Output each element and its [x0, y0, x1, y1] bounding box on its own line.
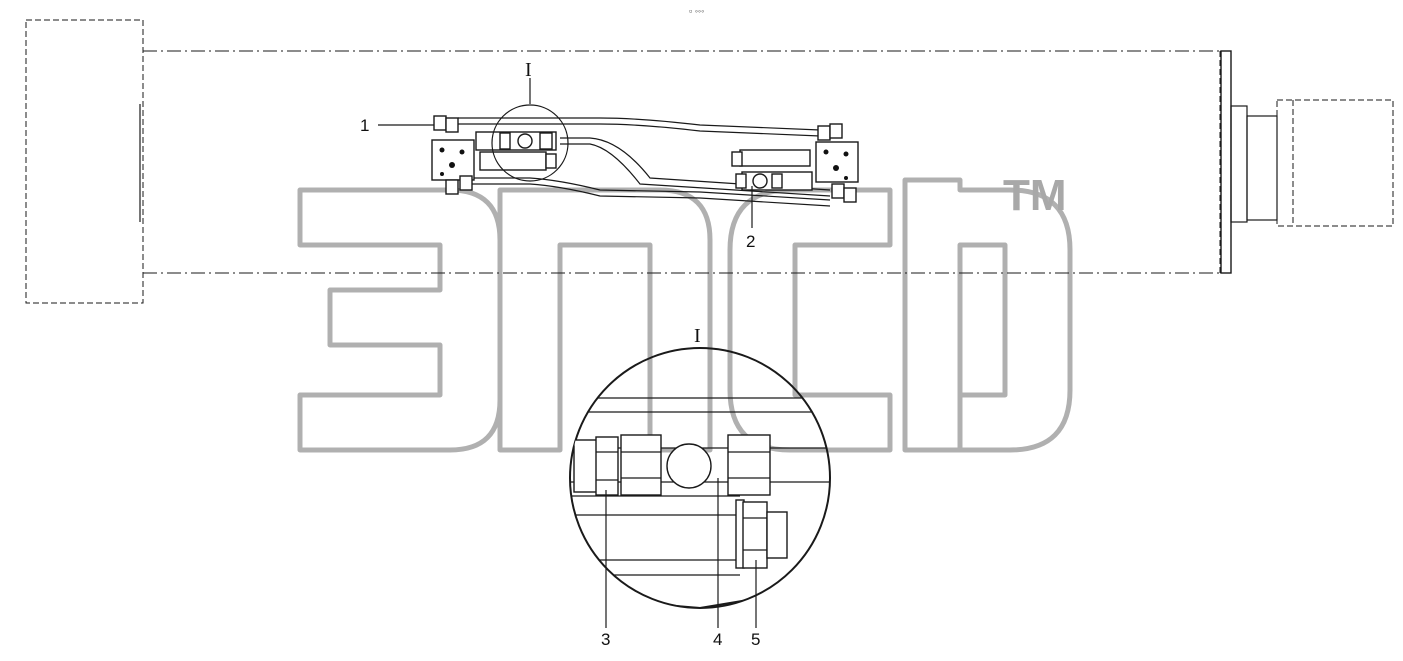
right-flange — [1220, 50, 1232, 274]
callout-2: 2 — [746, 232, 755, 251]
trademark-mark: TM — [1003, 171, 1067, 220]
hydraulic-pipes — [458, 117, 831, 207]
detail-circle-marker — [491, 104, 569, 182]
cylinder-body — [25, 19, 1394, 304]
callout-1: 1 — [360, 116, 369, 135]
detail-ref-zoom: I — [694, 325, 701, 347]
brand-watermark: TM — [297, 171, 1073, 453]
right-valve-block — [731, 123, 859, 203]
header-marker: ▫ ◦◦◦ — [689, 6, 704, 16]
rod-end — [1276, 99, 1394, 227]
callout-4: 4 — [713, 630, 722, 649]
detail-view-I: I — [569, 325, 831, 609]
callout-3: 3 — [601, 630, 610, 649]
left-valve-block — [431, 115, 557, 195]
detail-ref-top: I — [525, 59, 532, 81]
left-end-cap — [25, 19, 144, 304]
callout-5: 5 — [751, 630, 760, 649]
